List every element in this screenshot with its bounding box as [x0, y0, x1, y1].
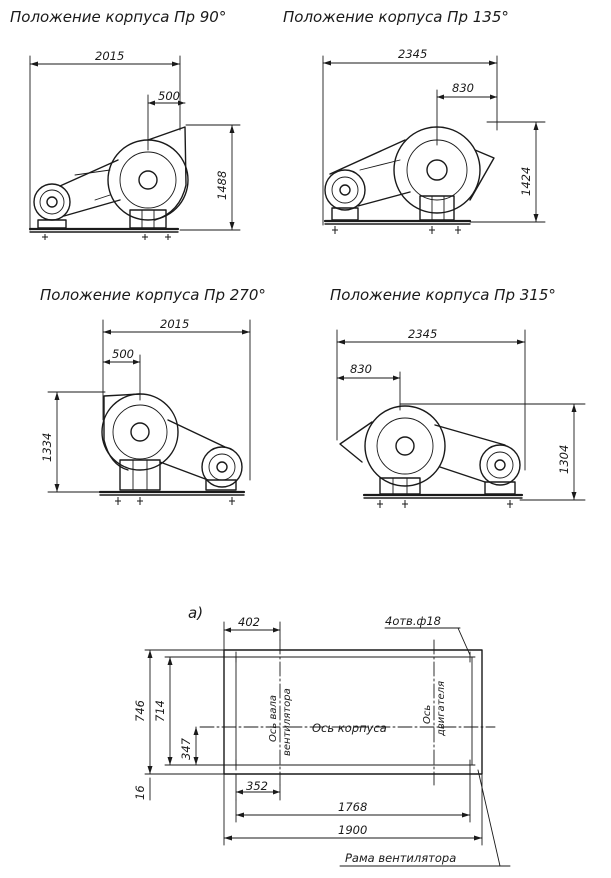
dim-outlet-offset: 500 [158, 89, 180, 103]
dim-1768: 1768 [338, 800, 367, 814]
dim-1900: 1900 [338, 823, 367, 837]
dim-outlet-offset: 830 [350, 362, 372, 376]
dim-overall-width: 2015 [95, 49, 124, 63]
dim-height: 1424 [519, 167, 533, 196]
dim-714: 714 [153, 700, 167, 722]
view-pr90: Положение корпуса Пр 90° 2015 500 1488 [10, 8, 241, 240]
dim-16: 16 [133, 785, 147, 800]
axis-body: Ось корпуса [312, 721, 387, 735]
frame-plan: а) Ось корпуса Ось вала вентилятора Ось … [133, 604, 511, 867]
dim-height: 1488 [215, 171, 229, 200]
frame-label: Рама вентилятора [345, 851, 456, 865]
label-a: а) [188, 604, 203, 622]
dim-352: 352 [246, 779, 268, 793]
dim-746: 746 [133, 700, 147, 722]
dim-outlet-offset: 830 [452, 81, 474, 95]
axis-shaft-line2: вентилятора [282, 688, 293, 756]
view-title: Положение корпуса Пр 315° [330, 286, 556, 304]
dim-402: 402 [238, 615, 260, 629]
view-pr270: Положение корпуса Пр 270° 2015 500 1334 [40, 286, 266, 505]
dim-overall-width: 2345 [408, 327, 437, 341]
axis-shaft-line1: Ось вала [268, 695, 279, 742]
dim-height: 1304 [557, 445, 571, 474]
dim-outlet-offset: 500 [112, 347, 134, 361]
view-title: Положение корпуса Пр 90° [10, 8, 226, 26]
view-pr315: Положение корпуса Пр 315° 2345 830 1304 [330, 286, 586, 508]
dim-overall-width: 2015 [160, 317, 189, 331]
view-pr135: Положение корпуса Пр 135° 2345 830 1424 [283, 8, 546, 234]
view-title: Положение корпуса Пр 135° [283, 8, 509, 26]
holes-callout: 4отв.ф18 [385, 614, 441, 628]
dim-overall-width: 2345 [398, 47, 427, 61]
axis-motor-line1: Ось [422, 705, 433, 724]
dim-height: 1334 [40, 433, 54, 462]
view-title: Положение корпуса Пр 270° [40, 286, 266, 304]
axis-motor-line2: двигателя [436, 681, 447, 737]
dim-347: 347 [179, 737, 193, 760]
